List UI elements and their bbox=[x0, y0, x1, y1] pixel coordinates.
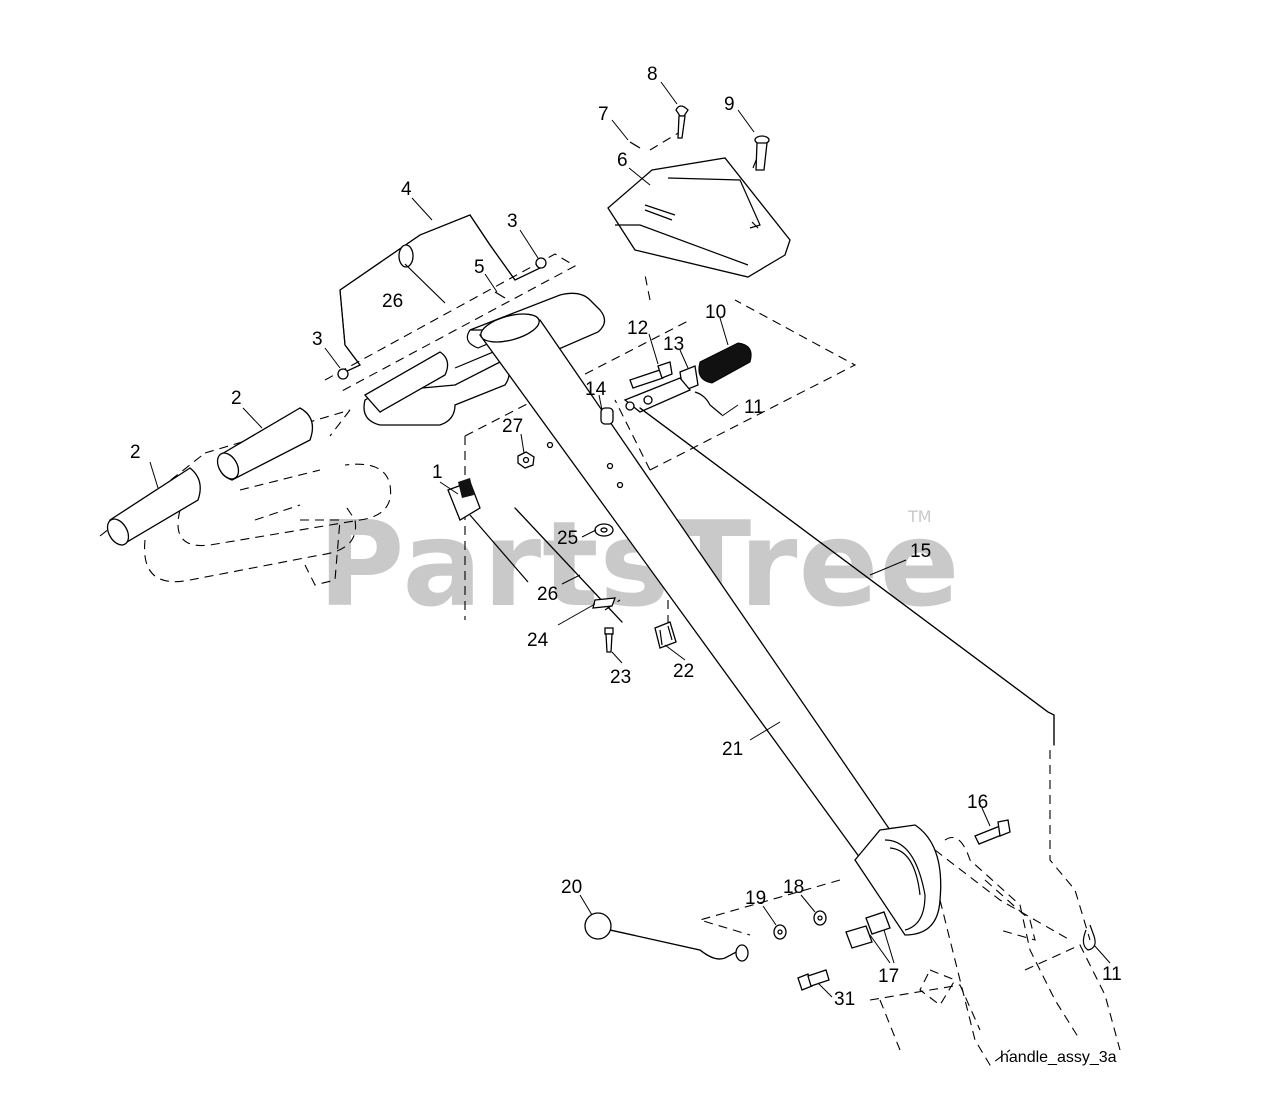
bolt-23 bbox=[604, 627, 614, 653]
bolt-12 bbox=[629, 361, 673, 389]
callout-5: 5 bbox=[474, 257, 485, 278]
hand-grip-right bbox=[216, 407, 314, 481]
callout-26-upper: 26 bbox=[382, 291, 403, 312]
callout-9: 9 bbox=[724, 94, 735, 115]
callout-3-upper: 3 bbox=[507, 211, 518, 232]
cable-lower bbox=[514, 507, 623, 623]
control-cover bbox=[607, 157, 791, 278]
diagram-caption: handle_assy_3a bbox=[1000, 1049, 1117, 1066]
bolt-16 bbox=[974, 819, 1011, 845]
bolt-31 bbox=[797, 969, 830, 991]
nut-25 bbox=[594, 523, 614, 537]
lower-handle-bracket bbox=[854, 824, 942, 936]
callout-12: 12 bbox=[627, 318, 648, 339]
hairpin-11-lower bbox=[1082, 924, 1096, 951]
callout-22: 22 bbox=[673, 661, 694, 682]
clevis-bracket bbox=[623, 377, 692, 413]
pin-5 bbox=[494, 291, 506, 299]
callout-18: 18 bbox=[783, 877, 804, 898]
callout-13: 13 bbox=[663, 334, 684, 355]
callout-27: 27 bbox=[502, 416, 523, 437]
callout-19: 19 bbox=[745, 888, 766, 909]
hairpin-11-upper bbox=[694, 391, 723, 416]
nut-27 bbox=[517, 451, 535, 469]
callout-26-lower: 26 bbox=[537, 584, 558, 605]
leader-lines bbox=[149, 81, 1111, 998]
phantom-handle bbox=[144, 463, 392, 586]
screw-8 bbox=[675, 105, 689, 139]
pin-7 bbox=[629, 141, 641, 149]
clip-22 bbox=[654, 621, 677, 649]
shift-lever bbox=[584, 912, 749, 962]
callout-11-upper: 11 bbox=[744, 397, 764, 418]
washer-18 bbox=[813, 910, 827, 926]
callout-11-lower: 11 bbox=[1102, 964, 1122, 985]
callout-6: 6 bbox=[617, 150, 628, 171]
mounting-frame bbox=[919, 836, 1121, 1066]
hand-grip-left bbox=[106, 467, 201, 546]
callout-23: 23 bbox=[610, 667, 631, 688]
callout-16: 16 bbox=[967, 792, 988, 813]
callout-24: 24 bbox=[527, 630, 549, 651]
throttle-grip bbox=[698, 342, 752, 384]
callout-3-lower: 3 bbox=[312, 329, 323, 350]
callout-8: 8 bbox=[647, 64, 658, 85]
shift-rod bbox=[337, 214, 547, 380]
watermark-trademark: TM bbox=[907, 507, 932, 526]
bolt-9 bbox=[754, 135, 770, 171]
callout-15: 15 bbox=[910, 541, 931, 562]
callout-31: 31 bbox=[834, 989, 855, 1010]
cable-bracket bbox=[447, 478, 529, 583]
callout-2-left: 2 bbox=[130, 442, 141, 463]
callout-20: 20 bbox=[561, 877, 582, 898]
callout-7: 7 bbox=[598, 104, 609, 125]
washer-19 bbox=[773, 924, 787, 940]
cotter-pin-upper bbox=[398, 244, 446, 304]
callout-4: 4 bbox=[401, 179, 412, 200]
callout-2-right: 2 bbox=[231, 388, 242, 409]
control-rod bbox=[639, 407, 1055, 746]
callout-labels: 1 2 2 3 3 4 5 6 7 8 9 10 11 11 12 13 14 … bbox=[130, 64, 1122, 1010]
callout-14: 14 bbox=[585, 379, 607, 400]
bushing-14 bbox=[600, 407, 614, 425]
insert-17 bbox=[845, 911, 891, 949]
callout-21: 21 bbox=[722, 739, 743, 760]
callout-25: 25 bbox=[557, 528, 578, 549]
callout-1: 1 bbox=[432, 462, 443, 483]
callout-10: 10 bbox=[705, 302, 726, 323]
callout-17: 17 bbox=[878, 966, 899, 987]
